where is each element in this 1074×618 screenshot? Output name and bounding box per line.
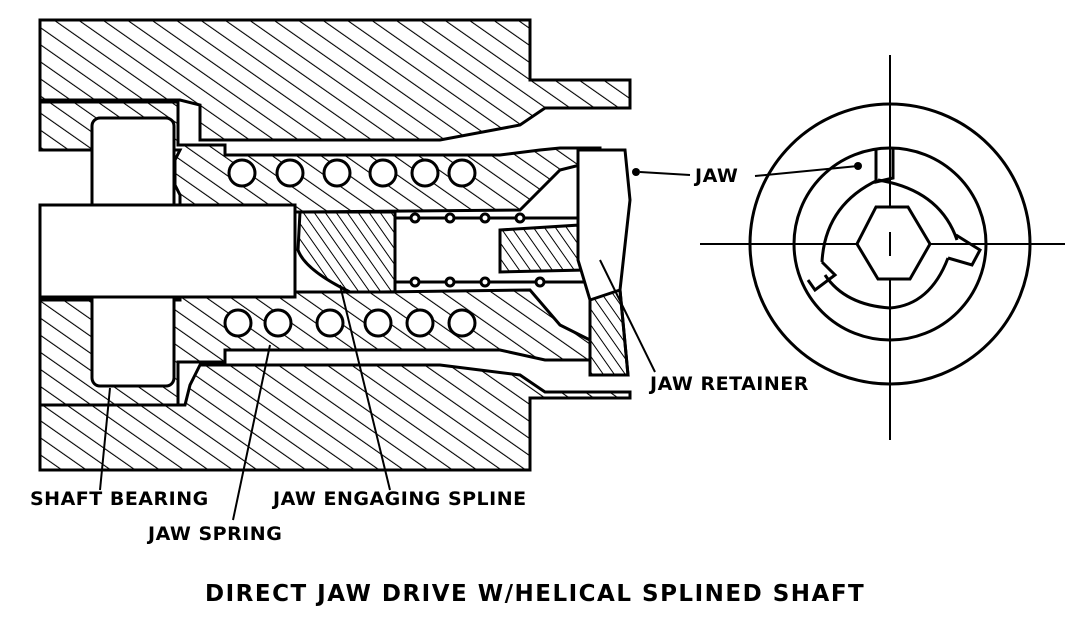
middle-ring: [792, 146, 988, 342]
jaw-body: [820, 178, 959, 310]
cross-section-view: [38, 18, 632, 472]
hex-drive: [855, 205, 932, 281]
jaw-engaging-spline: [296, 210, 397, 294]
balls-bottom: [223, 308, 477, 338]
label-jaw-retainer: JAW RETAINER: [648, 373, 809, 395]
label-jaw: JAW: [693, 165, 738, 187]
jaw-left: [806, 260, 838, 293]
diagram-title: DIRECT JAW DRIVE W/HELICAL SPLINED SHAFT: [205, 581, 865, 607]
balls-top: [227, 158, 477, 188]
jaw-top: [874, 148, 895, 184]
jaw-retainer-hatch: [588, 287, 630, 377]
housing-top: [38, 18, 632, 142]
label-shaft-bearing: SHAFT BEARING: [30, 488, 209, 510]
end-view: [700, 55, 1065, 440]
splined-shaft-end: [498, 223, 587, 274]
outer-ring: [748, 102, 1032, 386]
label-jaw-spring: JAW SPRING: [146, 523, 282, 545]
shaft: [38, 203, 297, 299]
jaw-spring-coils: [409, 212, 546, 288]
label-jaw-engaging-spline: JAW ENGAGING SPLINE: [271, 488, 527, 510]
leader-lines: [99, 162, 862, 521]
jaw-right: [947, 233, 982, 267]
housing-bottom: [38, 363, 632, 472]
